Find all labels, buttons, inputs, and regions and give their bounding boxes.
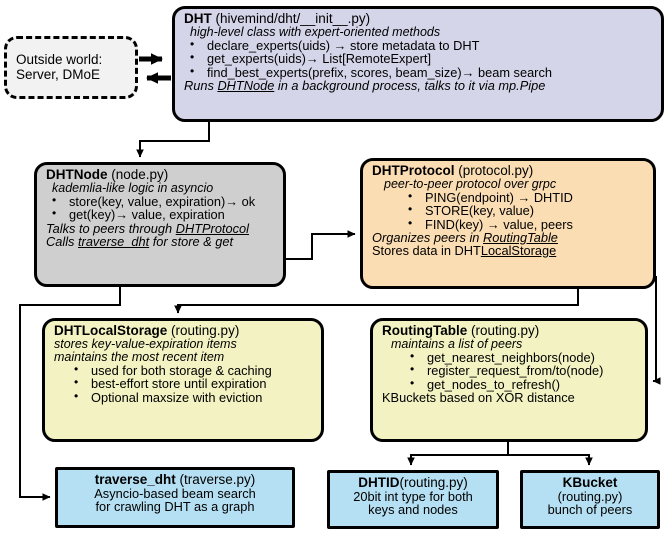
dhtnode-subtitle: kademlia-like logic in asyncio <box>52 181 214 196</box>
dhtprotocol-footer2: Stores data in DHTLocalStorage <box>372 244 653 257</box>
dhtnode-bullet-0: store(key, value, expiration)→ ok <box>46 194 283 208</box>
kbucket-title-bold: KBucket <box>562 475 618 490</box>
dhtprotocol-box: DHTProtocol (protocol.py) peer-to-peer p… <box>360 158 656 289</box>
dhtprotocol-title-rest: (protocol.py) <box>454 163 534 178</box>
dhtnode-footer2-post: for store & get <box>149 233 234 249</box>
outside-world-box: Outside world: Server, DMoE <box>4 36 138 99</box>
dht-title: DHT (hivemind/dht/__init__.py) <box>184 11 661 26</box>
dhtid-box: DHTID(routing.py) 20bit int type for bot… <box>327 470 499 529</box>
outside-world-line2: Server, DMoE <box>16 66 101 82</box>
routingtable-bullet-list: get_nearest_neighbors(node) register_req… <box>382 350 645 391</box>
dht-footer-link-dhtnode: DHTNode <box>217 77 275 93</box>
dht-footer: Runs DHTNode in a background process, ta… <box>184 79 661 92</box>
kbucket-line1: (routing.py) <box>557 489 623 505</box>
dhtprotocol-footer1: Organizes peers in RoutingTable <box>372 231 653 244</box>
dhtnode-footer2-link-traverse-dht: traverse_dht <box>78 233 150 249</box>
dhtnode-title-bold: DHTNode <box>46 167 108 182</box>
routingtable-bullet-2: get_nodes_to_refresh() <box>404 377 645 391</box>
routingtable-subtitle: maintains a list of peers <box>391 337 523 352</box>
dhtprotocol-bullet-1: STORE(key, value) <box>402 203 653 217</box>
dhtid-line2: keys and nodes <box>368 502 458 518</box>
routingtable-title-rest: (routing.py) <box>467 323 540 338</box>
dhtprotocol-subtitle: peer-to-peer protocol over grpc <box>384 177 557 192</box>
dhtlocalstorage-bullet-list: used for both storage & caching best-eff… <box>54 363 321 404</box>
dhtnode-title-rest: (node.py) <box>107 167 169 182</box>
dht-bullet-list: declare_experts(uids) → store metadata t… <box>184 38 661 79</box>
dht-subtitle: high-level class with expert-oriented me… <box>190 25 441 40</box>
routingtable-bullet-1: register_request_from/to(node) <box>404 363 645 377</box>
dhtnode-bullet-list: store(key, value, expiration)→ ok get(ke… <box>46 194 283 222</box>
dhtprotocol-bullet-0: PING(endpoint) → DHTID <box>402 190 653 204</box>
dht-bullet-2: find_best_experts(prefix, scores, beam_s… <box>184 65 661 79</box>
traverse-dht-title-bold: traverse_dht <box>94 472 176 487</box>
dhtlocalstorage-title-rest: (routing.py) <box>167 323 240 338</box>
dhtprotocol-bullet-list: PING(endpoint) → DHTID STORE(key, value)… <box>372 190 653 231</box>
routingtable-box: RoutingTable (routing.py) maintains a li… <box>370 318 648 442</box>
dhtnode-footer2-pre: Calls <box>46 233 78 249</box>
outside-world-line1: Outside world: <box>16 52 103 68</box>
dhtprotocol-footer2-pre: Stores data in DHT <box>372 243 481 259</box>
traverse-dht-box: traverse_dht (traverse.py) Asyncio-based… <box>55 467 295 528</box>
dhtprotocol-footer1-link-routingtable: RoutingTable <box>482 229 558 245</box>
dhtnode-footer2: Calls traverse_dht for store & get <box>46 235 283 248</box>
routingtable-footer: KBuckets based on XOR distance <box>382 389 575 405</box>
dhtprotocol-title-bold: DHTProtocol <box>372 163 455 178</box>
dhtnode-bullet-1: get(key)→ value, expiration <box>46 207 283 221</box>
dht-bullet-0: declare_experts(uids) → store metadata t… <box>184 38 661 52</box>
dhtlocalstorage-subtitle2: maintains the most recent item <box>54 350 225 365</box>
dht-footer-pre: Runs <box>184 77 218 93</box>
dhtnode-footer1-link-dhtprotocol: DHTProtocol <box>175 220 249 236</box>
traverse-dht-title-rest: (traverse.py) <box>175 472 256 487</box>
traverse-dht-line1: Asyncio-based beam search <box>94 486 256 502</box>
dhtprotocol-title: DHTProtocol (protocol.py) <box>372 163 653 178</box>
routingtable-title-bold: RoutingTable <box>382 323 468 338</box>
dht-title-bold: DHT <box>184 11 212 26</box>
dhtlocalstorage-subtitle1: stores key-value-expiration items <box>54 337 237 352</box>
dht-title-rest: (hivemind/dht/__init__.py) <box>211 11 371 26</box>
dhtnode-footer1: Talks to peers through DHTProtocol <box>46 220 283 236</box>
dhtlocalstorage-box: DHTLocalStorage (routing.py) stores key-… <box>42 318 324 442</box>
routingtable-title: RoutingTable (routing.py) <box>382 323 645 338</box>
traverse-dht-title: traverse_dht (traverse.py) <box>64 472 286 487</box>
dhtlocalstorage-title: DHTLocalStorage (routing.py) <box>54 323 321 338</box>
dhtlocalstorage-title-bold: DHTLocalStorage <box>54 323 168 338</box>
dhtlocalstorage-bullet-2: Optional maxsize with eviction <box>68 390 321 404</box>
dht-footer-post: in a background process, talks to it via… <box>274 77 546 93</box>
dhtnode-footer1-pre: Talks to peers through <box>46 220 176 236</box>
dht-box: DHT (hivemind/dht/__init__.py) high-leve… <box>172 6 664 122</box>
dhtid-title: DHTID(routing.py) <box>336 475 490 490</box>
dhtlocalstorage-bullet-1: best-effort store until expiration <box>68 376 321 390</box>
dhtprotocol-footer1-pre: Organizes peers in <box>372 229 483 245</box>
dhtid-line1: 20bit int type for both <box>353 489 473 505</box>
dhtprotocol-bullet-2: FIND(key) → value, peers <box>402 217 653 231</box>
kbucket-line2: bunch of peers <box>547 502 633 518</box>
dhtid-title-bold: DHTID <box>358 475 400 490</box>
dhtlocalstorage-bullet-0: used for both storage & caching <box>68 363 321 377</box>
dhtnode-title: DHTNode (node.py) <box>46 167 283 182</box>
routingtable-bullet-0: get_nearest_neighbors(node) <box>404 350 645 364</box>
dhtnode-box: DHTNode (node.py) kademlia-like logic in… <box>34 162 286 287</box>
dhtprotocol-footer2-link-localstorage: LocalStorage <box>480 243 557 259</box>
kbucket-box: KBucket (routing.py) bunch of peers <box>520 470 660 529</box>
traverse-dht-line2: for crawling DHT as a graph <box>95 499 255 515</box>
dht-bullet-1: get_experts(uids)→ List[RemoteExpert] <box>184 51 661 65</box>
dhtid-title-rest: (routing.py) <box>399 475 468 490</box>
